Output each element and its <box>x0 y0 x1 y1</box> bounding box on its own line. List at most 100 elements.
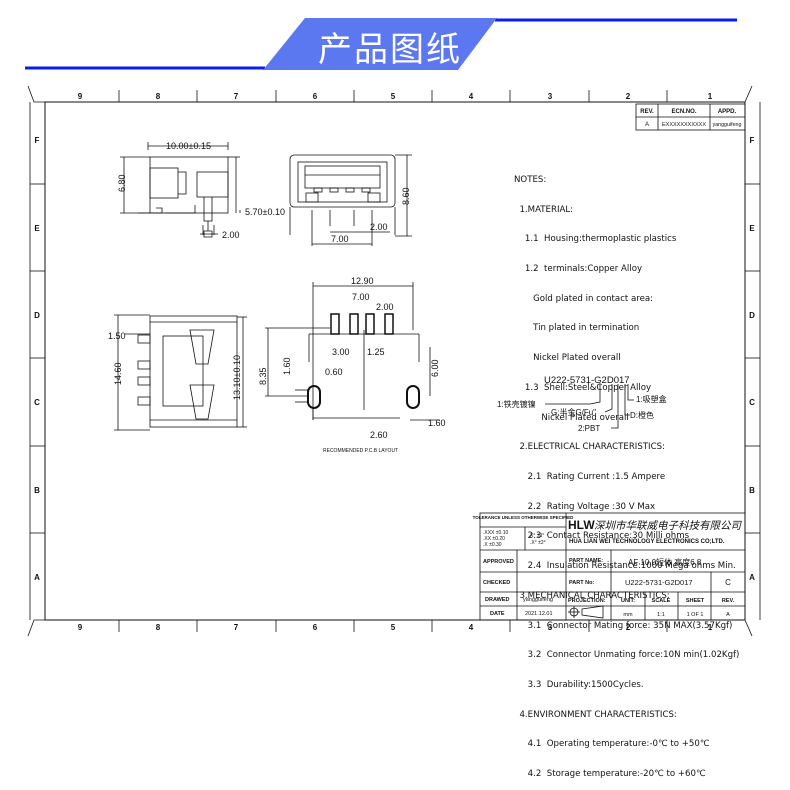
dim-label: 1.60 <box>282 357 292 375</box>
note-line: Nickel Plated overall <box>514 353 621 364</box>
legend-shell: 1:铁壳镀镍 <box>497 399 536 409</box>
note-line: NOTES: <box>514 174 547 185</box>
col-label: 7 <box>234 623 239 632</box>
dim-label: 8.35 <box>258 367 268 385</box>
dim-label: 7.00 <box>352 292 370 302</box>
dim-label: 1.50 <box>108 331 126 341</box>
projection-symbol <box>568 605 604 619</box>
dim-label: 10.00±0.15 <box>166 141 211 151</box>
col-label: 1 <box>708 92 713 101</box>
scale-value: 1:1 <box>657 612 665 618</box>
tolerance-title: TOLERANCE UNLESS OTHERWISE SPECIFIED <box>473 515 575 520</box>
pcb-caption: RECOMMENDED P.C.B LAYOUT <box>323 448 398 454</box>
dim-label: 2.00 <box>376 302 394 312</box>
row-label: F <box>750 136 755 145</box>
row-label: E <box>34 224 40 233</box>
scale-label: SCALE <box>652 598 671 604</box>
part-name-value: AF 10.0短体 高度6.8 <box>628 557 702 567</box>
part-name-label: PART NAME: <box>569 558 603 564</box>
note-line: 3.1 Connector Mating force: 35N MAX(3.57… <box>514 620 733 631</box>
dimension-labels: 10.00±0.15 6.80 5.70±0.10 2.00 8.60 2.00… <box>108 141 446 454</box>
appd-header: APPD. <box>718 109 737 115</box>
dim-label: 6.00 <box>430 359 440 377</box>
unit-value: mm <box>623 612 633 618</box>
drawing-sheet: 9 8 7 6 5 4 3 2 1 9 8 7 6 5 4 3 2 1 F E … <box>27 85 761 637</box>
rev-value: A <box>645 122 649 128</box>
side-view <box>120 142 241 238</box>
checked-label: CHECKED <box>483 580 510 586</box>
notes-block: NOTES: 1.MATERIAL: 1.1 Housing:thermopla… <box>514 156 739 790</box>
note-line: 2.2 Rating Voltage :30 V Max <box>514 501 656 512</box>
col-label: 3 <box>548 623 553 632</box>
dim-label: 1.25 <box>367 347 385 357</box>
col-label: 5 <box>391 92 396 101</box>
tolerance: .XX ±0.20 <box>483 536 505 542</box>
part-code-legend: U222-5731-G2D017 1:铁壳镀镍 G:半金G/Fu" 2:PBT … <box>497 375 667 433</box>
drawed-label: DRAWED <box>485 597 509 603</box>
part-no-label: PART No: <box>569 580 594 586</box>
tolerance: .XXX ±0.10 <box>483 530 508 536</box>
company-logo: HLW <box>568 518 595 532</box>
col-label: 1 <box>708 623 713 632</box>
title-block: TOLERANCE UNLESS OTHERWISE SPECIFIED .XX… <box>473 515 743 618</box>
note-line: 1.3 Shell:Steel&Copper Alloy <box>514 382 652 393</box>
row-labels: F E D C B A F E D C B A <box>34 136 755 582</box>
ecn-value: EXXXXXXXXXXX <box>662 122 706 128</box>
tolerance: .X ±0.30 <box>483 542 502 548</box>
part-code: U222-5731-G2D017 <box>544 375 630 386</box>
dim-label: 13.10±0.10 <box>232 355 242 400</box>
col-label: 4 <box>469 92 474 101</box>
note-line: 2.ELECTRICAL CHARACTERISTICS: <box>514 442 665 453</box>
dim-label: 2.00 <box>370 222 388 232</box>
col-label: 2 <box>626 623 631 632</box>
note-line: Nickel Plated overall <box>514 412 629 423</box>
col-label: 4 <box>469 623 474 632</box>
dim-label: 1.60 <box>428 418 446 428</box>
legend-color: D:橙色 <box>630 410 654 420</box>
note-line: 4.1 Operating temperature:-0℃ to +50℃ <box>514 739 710 750</box>
angle-tolerance: .X° ±2° <box>530 540 546 546</box>
rev-header: REV. <box>640 109 654 115</box>
column-labels-bottom: 9 8 7 6 5 4 3 2 1 <box>78 623 713 632</box>
dim-label: 2.60 <box>370 430 388 440</box>
rev-label: REV. <box>722 598 735 604</box>
dim-label: 3.00 <box>332 347 350 357</box>
col-label: 5 <box>391 623 396 632</box>
banner-shape <box>263 18 497 70</box>
note-line: 1.2 terminals:Copper Alloy <box>514 263 643 274</box>
dim-label: 7.00 <box>331 234 349 244</box>
ecn-header: ECN.NO. <box>671 109 696 115</box>
row-label: B <box>34 486 40 495</box>
note-line: 3.3 Durability:1500Cycles. <box>514 680 644 691</box>
company-name-cn: 深圳市华联威电子科技有限公司 <box>594 520 742 532</box>
legend-material: 2:PBT <box>578 424 600 433</box>
pcb-layout <box>265 282 440 421</box>
col-label: 9 <box>78 92 83 101</box>
row-label: D <box>34 311 40 320</box>
dim-label: 6.80 <box>117 174 127 192</box>
note-line: Gold plated in contact area: <box>514 293 654 304</box>
row-label: B <box>749 486 755 495</box>
col-label: 8 <box>156 623 161 632</box>
row-label: F <box>35 136 40 145</box>
note-line: 4.2 Storage temperature:-20℃ to +60℃ <box>514 769 706 780</box>
note-line: 4.ENVIRONMENT CHARACTERISTICS: <box>514 709 677 720</box>
date-label: DATE <box>490 611 505 617</box>
note-line: 2.1 Rating Current :1.5 Ampere <box>514 472 666 482</box>
company-name-en: HUA LIAN WEI TECHNOLOGY ELECTRONICS CO;L… <box>569 539 725 545</box>
sheet-value: 1 OF 1 <box>687 612 704 618</box>
note-line: 2.3 Contact Resistance:30 Milli ohms <box>514 531 690 542</box>
col-label: 8 <box>156 92 161 101</box>
note-line: 2.4 Insulation Resistance:1000 Mega ohms… <box>514 561 736 572</box>
rev-value: A <box>726 612 730 618</box>
column-labels-top: 9 8 7 6 5 4 3 2 1 <box>78 92 713 101</box>
col-label: 7 <box>234 92 239 101</box>
row-label: C <box>34 398 40 407</box>
note-line: 3.MECHANICAL CHARACTERISTICS: <box>514 590 670 601</box>
legend-packing: 1:吸塑盒 <box>636 394 667 404</box>
note-line: Tin plated in termination <box>514 323 640 334</box>
date-value: 2021.12.01 <box>525 611 553 617</box>
angle-tolerance: X° ±3° <box>530 533 544 539</box>
row-label: D <box>749 311 755 320</box>
col-label: 6 <box>313 623 318 632</box>
